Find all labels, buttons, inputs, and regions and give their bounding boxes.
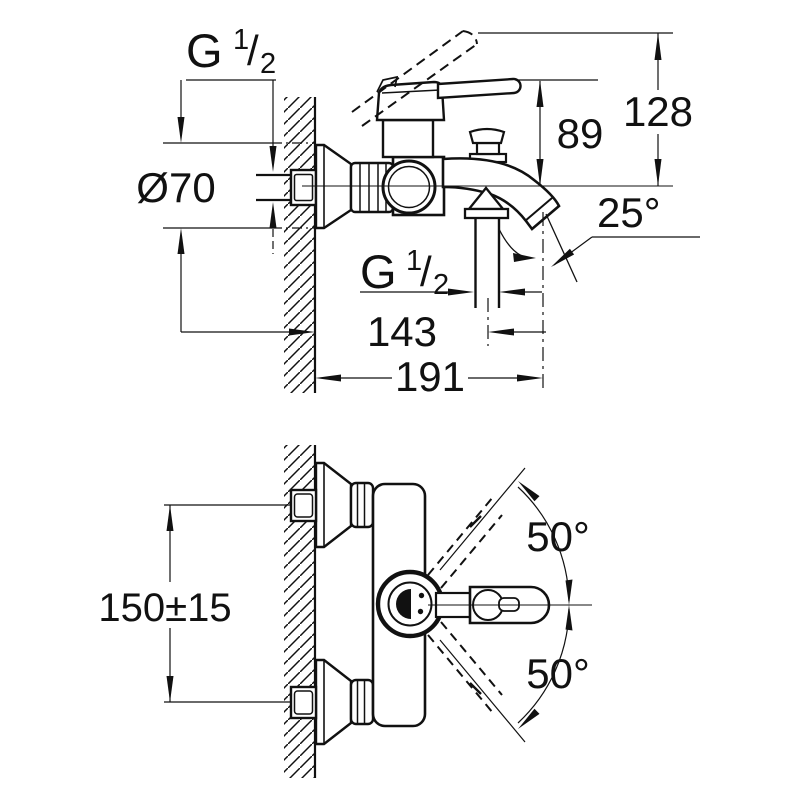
label-mount-150: 150±15 bbox=[98, 586, 231, 630]
label-swivel-down: 50° bbox=[526, 650, 590, 697]
diverter-knob bbox=[468, 127, 508, 164]
plan-view bbox=[164, 445, 592, 778]
spout bbox=[441, 157, 561, 231]
dim-height-89 bbox=[515, 79, 598, 186]
lever-handle-raised-dashed bbox=[351, 30, 478, 127]
thread-bottom-slash: / bbox=[420, 248, 432, 295]
label-thread-bottom: G 1 / 2 bbox=[360, 245, 449, 301]
supply-union bbox=[256, 168, 318, 207]
dim-thread-top bbox=[177, 79, 277, 254]
label-spout-angle: 25° bbox=[597, 189, 661, 236]
dim-reach-143 bbox=[181, 298, 546, 346]
side-view bbox=[163, 30, 700, 393]
label-flange-diameter: Ø70 bbox=[136, 164, 215, 211]
label-thread-top: G 1 / 2 bbox=[186, 24, 276, 80]
thread-top-num: 1 bbox=[233, 24, 249, 56]
thread-top-den: 2 bbox=[260, 48, 276, 80]
label-reach-143: 143 bbox=[367, 308, 437, 355]
wall-hatch-upper bbox=[284, 97, 317, 393]
dim-thread-bottom bbox=[360, 288, 542, 296]
thread-top-g: G bbox=[186, 24, 223, 77]
label-height-128: 128 bbox=[623, 88, 693, 135]
label-height-89: 89 bbox=[557, 110, 604, 157]
dim-swivel-50-lower bbox=[427, 605, 573, 743]
thread-bottom-g: G bbox=[360, 245, 397, 298]
cartridge-cap bbox=[375, 569, 445, 639]
label-reach-191: 191 bbox=[395, 353, 465, 400]
dim-diameter-70 bbox=[163, 142, 316, 332]
label-swivel-up: 50° bbox=[526, 513, 590, 560]
lever-handle bbox=[436, 77, 522, 100]
dim-height-128 bbox=[478, 32, 673, 186]
dim-angle-25 bbox=[498, 213, 700, 283]
dim-mount-150 bbox=[164, 504, 291, 703]
dim-reach-191 bbox=[315, 212, 544, 388]
thread-bottom-num: 1 bbox=[406, 245, 422, 277]
thread-top-slash: / bbox=[247, 27, 259, 74]
thread-bottom-den: 2 bbox=[433, 269, 449, 301]
dimension-labels: G 1 / 2 Ø70 89 128 25° G 1 / 2 143 191 1… bbox=[98, 24, 693, 697]
shower-outlet-pipe bbox=[463, 186, 510, 308]
dim-swivel-50-upper bbox=[427, 467, 573, 605]
plan-union-upper bbox=[289, 461, 375, 549]
handle-base bbox=[375, 75, 446, 159]
